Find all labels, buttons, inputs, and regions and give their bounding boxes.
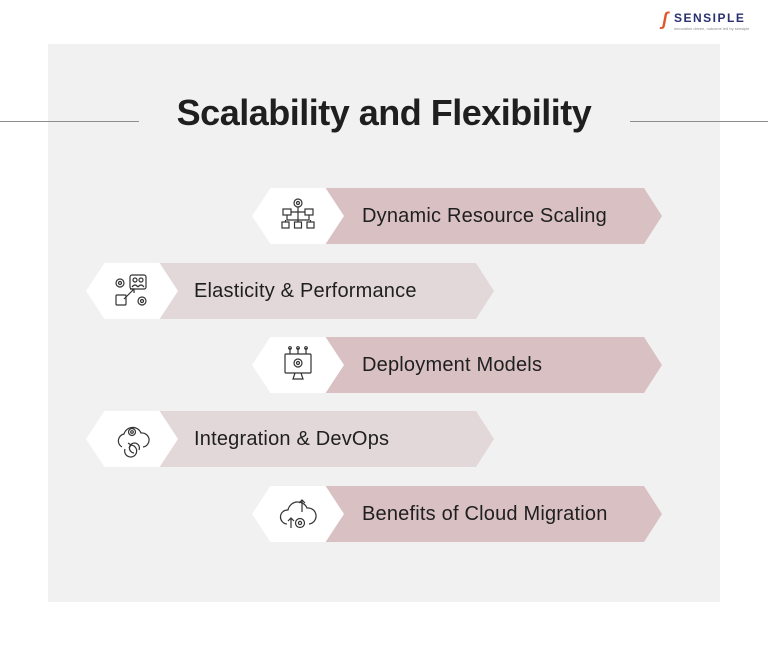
list-item: Deployment Models (252, 337, 662, 393)
monitor-gear-network-icon (252, 337, 344, 393)
item-label: Deployment Models (362, 354, 543, 376)
people-gears-process-icon (86, 263, 178, 319)
title-rule-left (0, 121, 139, 122)
brand-name: SENSIPLE (674, 11, 746, 25)
list-item: Benefits of Cloud Migration (252, 486, 662, 542)
title-rule-right (630, 121, 768, 122)
network-hierarchy-gear-icon (252, 188, 344, 244)
list-item: Dynamic Resource Scaling (252, 188, 662, 244)
item-band (126, 263, 494, 319)
list-item: Elasticity & Performance (86, 263, 494, 319)
item-band (292, 337, 662, 393)
logo-mark-icon: ʃ (662, 9, 668, 29)
brand-logo: ʃ SENSIPLE innovation driven, outcome le… (662, 10, 754, 34)
cloud-cycle-gear-icon (86, 411, 178, 467)
item-label: Elasticity & Performance (194, 280, 417, 302)
page-title: Scalability and Flexibility (176, 92, 592, 133)
item-label: Dynamic Resource Scaling (362, 205, 607, 227)
item-band (292, 486, 662, 542)
list-item: Integration & DevOps (86, 411, 494, 467)
item-band (126, 411, 494, 467)
cloud-upload-gear-icon (252, 486, 344, 542)
item-label: Benefits of Cloud Migration (362, 503, 608, 525)
brand-tagline: innovation driven, outcome led by sensip… (674, 26, 750, 31)
item-band (292, 188, 662, 244)
item-label: Integration & DevOps (194, 428, 390, 450)
